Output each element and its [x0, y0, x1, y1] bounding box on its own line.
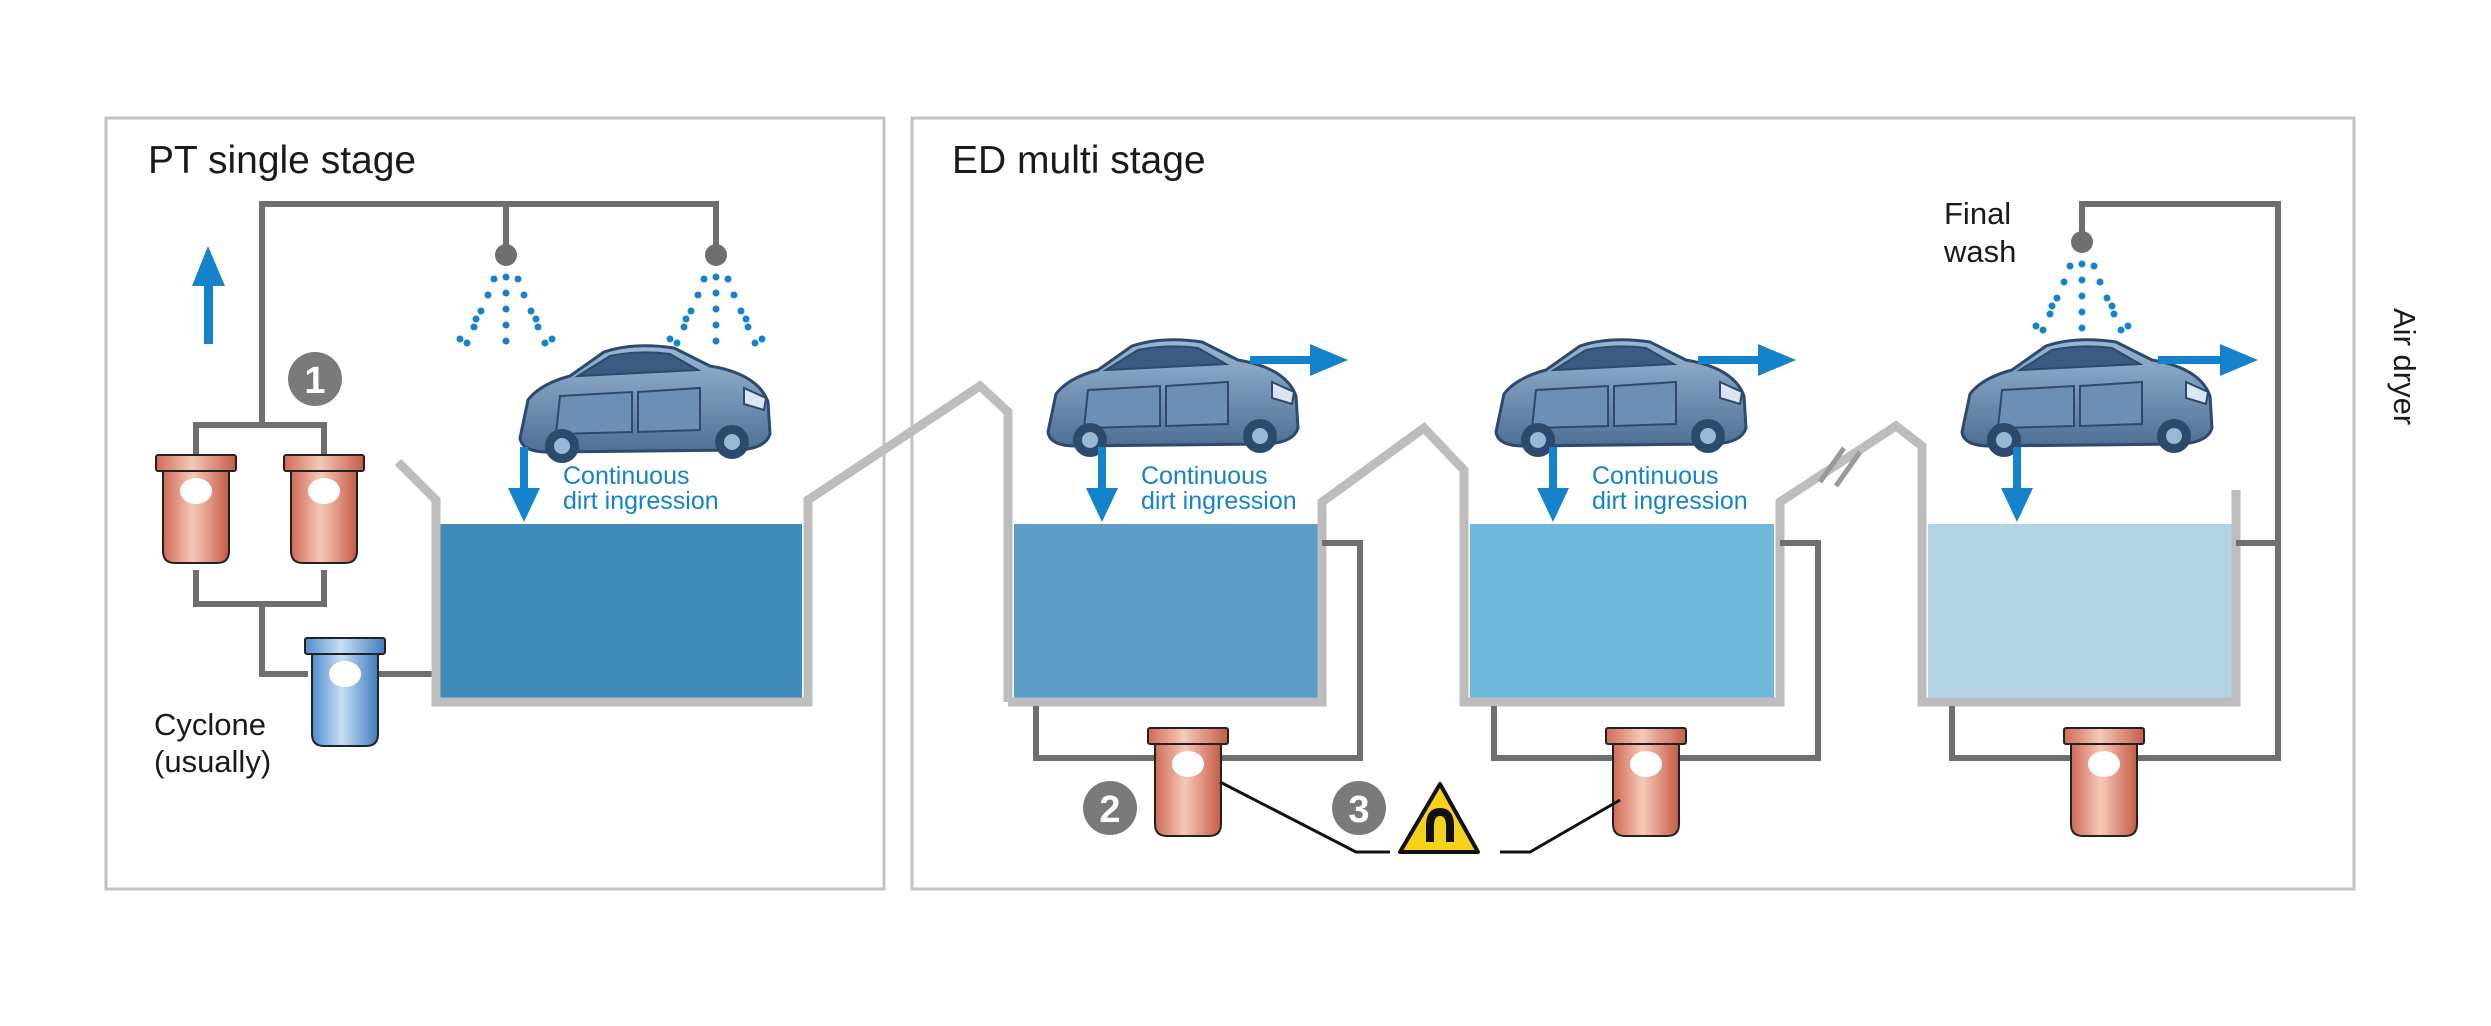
arrow-right-icon — [1698, 344, 1796, 376]
final-wash-label-sub: wash — [1943, 234, 2016, 269]
badge-2: 2 — [1083, 781, 1137, 835]
arrow-down-icon — [1086, 447, 1118, 522]
ed-circulation-pipes — [1033, 201, 2281, 761]
dirt-label-sub: dirt ingression — [563, 487, 719, 515]
magnet-warning-icon — [1398, 782, 1480, 854]
pipe-break-icon — [1817, 446, 1863, 488]
filter-cartridge-icon — [283, 454, 365, 564]
ed-tank-3-liquid — [1928, 524, 2232, 700]
filter-cartridge-icon — [2063, 727, 2145, 837]
arrow-down-icon — [2001, 447, 2033, 522]
pt-panel-frame — [104, 116, 886, 891]
arrow-down-icon — [1537, 447, 1569, 522]
magnet-connection-line — [1219, 780, 1621, 854]
badge-1: 1 — [288, 352, 342, 406]
ed-tank-walls — [1008, 420, 2241, 707]
badge-3: 3 — [1332, 781, 1386, 835]
filter-cartridge-icon — [1147, 727, 1229, 837]
cyclone-label-sub: (usually) — [154, 744, 271, 779]
filter-cartridge-icon — [1605, 727, 1687, 837]
ed-panel-frame — [910, 116, 2356, 891]
filter-cartridge-icon — [155, 454, 237, 564]
arrow-down-icon — [508, 447, 540, 522]
car-body-icon — [518, 344, 772, 465]
arrow-right-icon — [1250, 344, 1348, 376]
ed-panel-title: ED multi stage — [952, 139, 1206, 182]
dirt-label: Continuous — [563, 462, 689, 490]
spray-nozzle-icon — [666, 244, 766, 347]
spray-nozzle-icon — [456, 244, 556, 347]
arrow-up-icon — [192, 246, 225, 344]
svg-text:2: 2 — [1099, 789, 1120, 831]
cyclone-icon — [304, 637, 386, 747]
pt-panel-title: PT single stage — [148, 139, 416, 182]
arrow-right-icon — [2158, 344, 2258, 376]
dirt-label-sub: dirt ingression — [1592, 487, 1748, 515]
dirt-label: Continuous — [1592, 462, 1718, 490]
pt-tank-liquid — [440, 524, 802, 700]
spray-nozzle-icon — [2032, 231, 2132, 334]
ed-tank-1-liquid — [1014, 524, 1318, 700]
svg-text:1: 1 — [304, 360, 325, 402]
air-dryer-label: Air dryer — [2387, 308, 2422, 425]
pt-tank-wall — [394, 380, 1013, 707]
dirt-label: Continuous — [1141, 462, 1267, 490]
ed-tank-2-liquid — [1470, 524, 1774, 700]
cyclone-label: Cyclone — [154, 707, 266, 742]
dirt-label-sub: dirt ingression — [1141, 487, 1297, 515]
final-wash-label: Final — [1944, 196, 2011, 231]
svg-text:3: 3 — [1348, 789, 1369, 831]
